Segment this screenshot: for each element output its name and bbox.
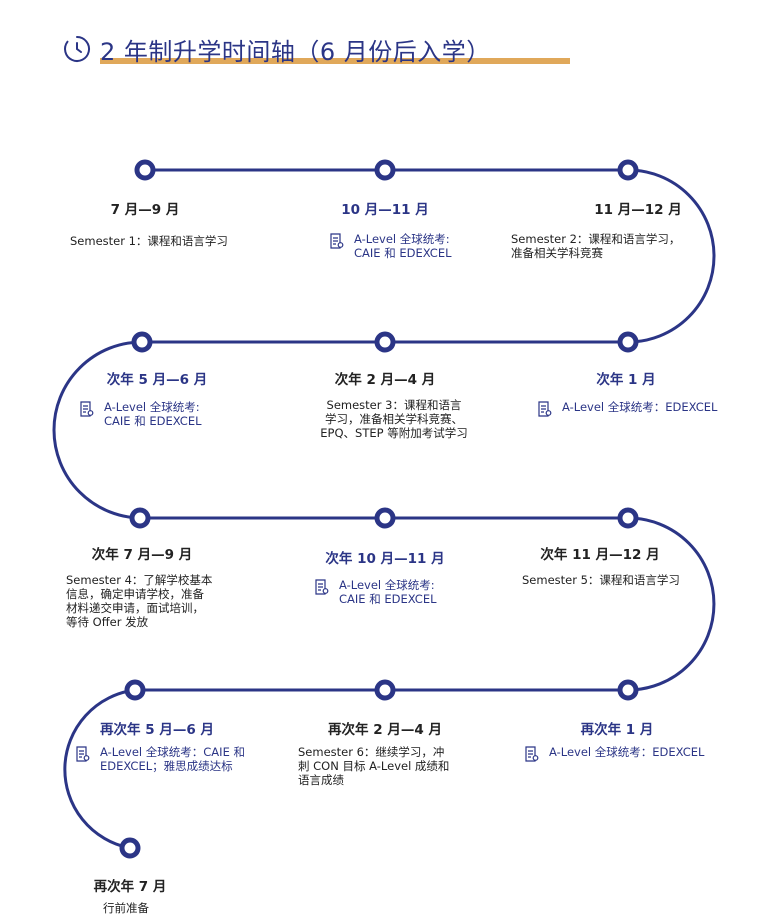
exam-text: A-Level 全球统考: CAIE 和 EDEXCEL (104, 400, 202, 428)
node-label: 次年 2 月—4 月 (334, 372, 436, 388)
exam-text: A-Level 全球统考: CAIE 和 EDEXCEL (339, 578, 437, 606)
exam-text: A-Level 全球统考: CAIE 和 EDEXCEL (354, 232, 452, 260)
timeline-node (374, 507, 396, 529)
title-underline (100, 58, 570, 64)
node-description: Semester 6：继续学习，冲 刺 CON 目标 A-Level 成绩和 语… (298, 745, 450, 787)
exam-text: A-Level 全球统考：EDEXCEL (562, 400, 718, 414)
node-label: 次年 7 月—9 月 (91, 547, 193, 563)
node-label: 11 月—12 月 (594, 202, 682, 218)
timeline-node (617, 679, 639, 701)
node-label: 10 月—11 月 (341, 202, 429, 218)
timeline-node (374, 331, 396, 353)
node-label: 再次年 5 月—6 月 (100, 722, 214, 738)
node-description: Semester 2：课程和语言学习， 准备相关学科竞赛 (511, 232, 681, 260)
document-icon (538, 401, 552, 417)
node-description: Semester 5：课程和语言学习 (522, 573, 680, 587)
node-label: 再次年 2 月—4 月 (328, 722, 442, 738)
exam-note: A-Level 全球统考: CAIE 和 EDEXCEL (315, 578, 437, 606)
node-label: 次年 1 月 (596, 372, 656, 388)
timeline-node (617, 507, 639, 529)
title-text: 2 年制升学时间轴（6 月份后入学） (100, 38, 491, 66)
exam-text: A-Level 全球统考：CAIE 和 EDEXCEL；雅思成绩达标 (100, 745, 245, 773)
exam-note: A-Level 全球统考：EDEXCEL (525, 745, 704, 762)
timeline-node (129, 507, 151, 529)
timeline-node (124, 679, 146, 701)
node-label: 次年 10 月—11 月 (325, 551, 445, 567)
timeline-node (131, 331, 153, 353)
node-description: Semester 3：课程和语言 学习，准备相关学科竞赛、 EPQ、STEP 等… (320, 398, 468, 440)
document-icon (80, 401, 94, 417)
exam-note: A-Level 全球统考: CAIE 和 EDEXCEL (80, 400, 202, 428)
document-icon (525, 746, 539, 762)
document-icon (315, 579, 329, 595)
node-label: 7 月—9 月 (110, 202, 180, 218)
exam-note: A-Level 全球统考：CAIE 和 EDEXCEL；雅思成绩达标 (76, 745, 245, 773)
node-label: 再次年 7 月 (93, 879, 167, 895)
node-label: 再次年 1 月 (580, 722, 654, 738)
timeline-node (134, 159, 156, 181)
exam-note: A-Level 全球统考：EDEXCEL (538, 400, 717, 417)
node-description: Semester 4：了解学校基本 信息，确定申请学校，准备 材料递交申请，面试… (66, 573, 213, 629)
node-label: 次年 11 月—12 月 (540, 547, 660, 563)
clock-icon (64, 36, 91, 62)
exam-text: A-Level 全球统考：EDEXCEL (549, 745, 705, 759)
timeline-node (617, 331, 639, 353)
timeline-node (374, 679, 396, 701)
node-description: 行前准备 (103, 901, 149, 915)
node-label: 次年 5 月—6 月 (106, 372, 208, 388)
node-description: Semester 1：课程和语言学习 (70, 234, 228, 248)
timeline-node (374, 159, 396, 181)
document-icon (330, 233, 344, 249)
document-icon (76, 746, 90, 762)
timeline-node (617, 159, 639, 181)
exam-note: A-Level 全球统考: CAIE 和 EDEXCEL (330, 232, 452, 260)
timeline-node (119, 837, 141, 859)
